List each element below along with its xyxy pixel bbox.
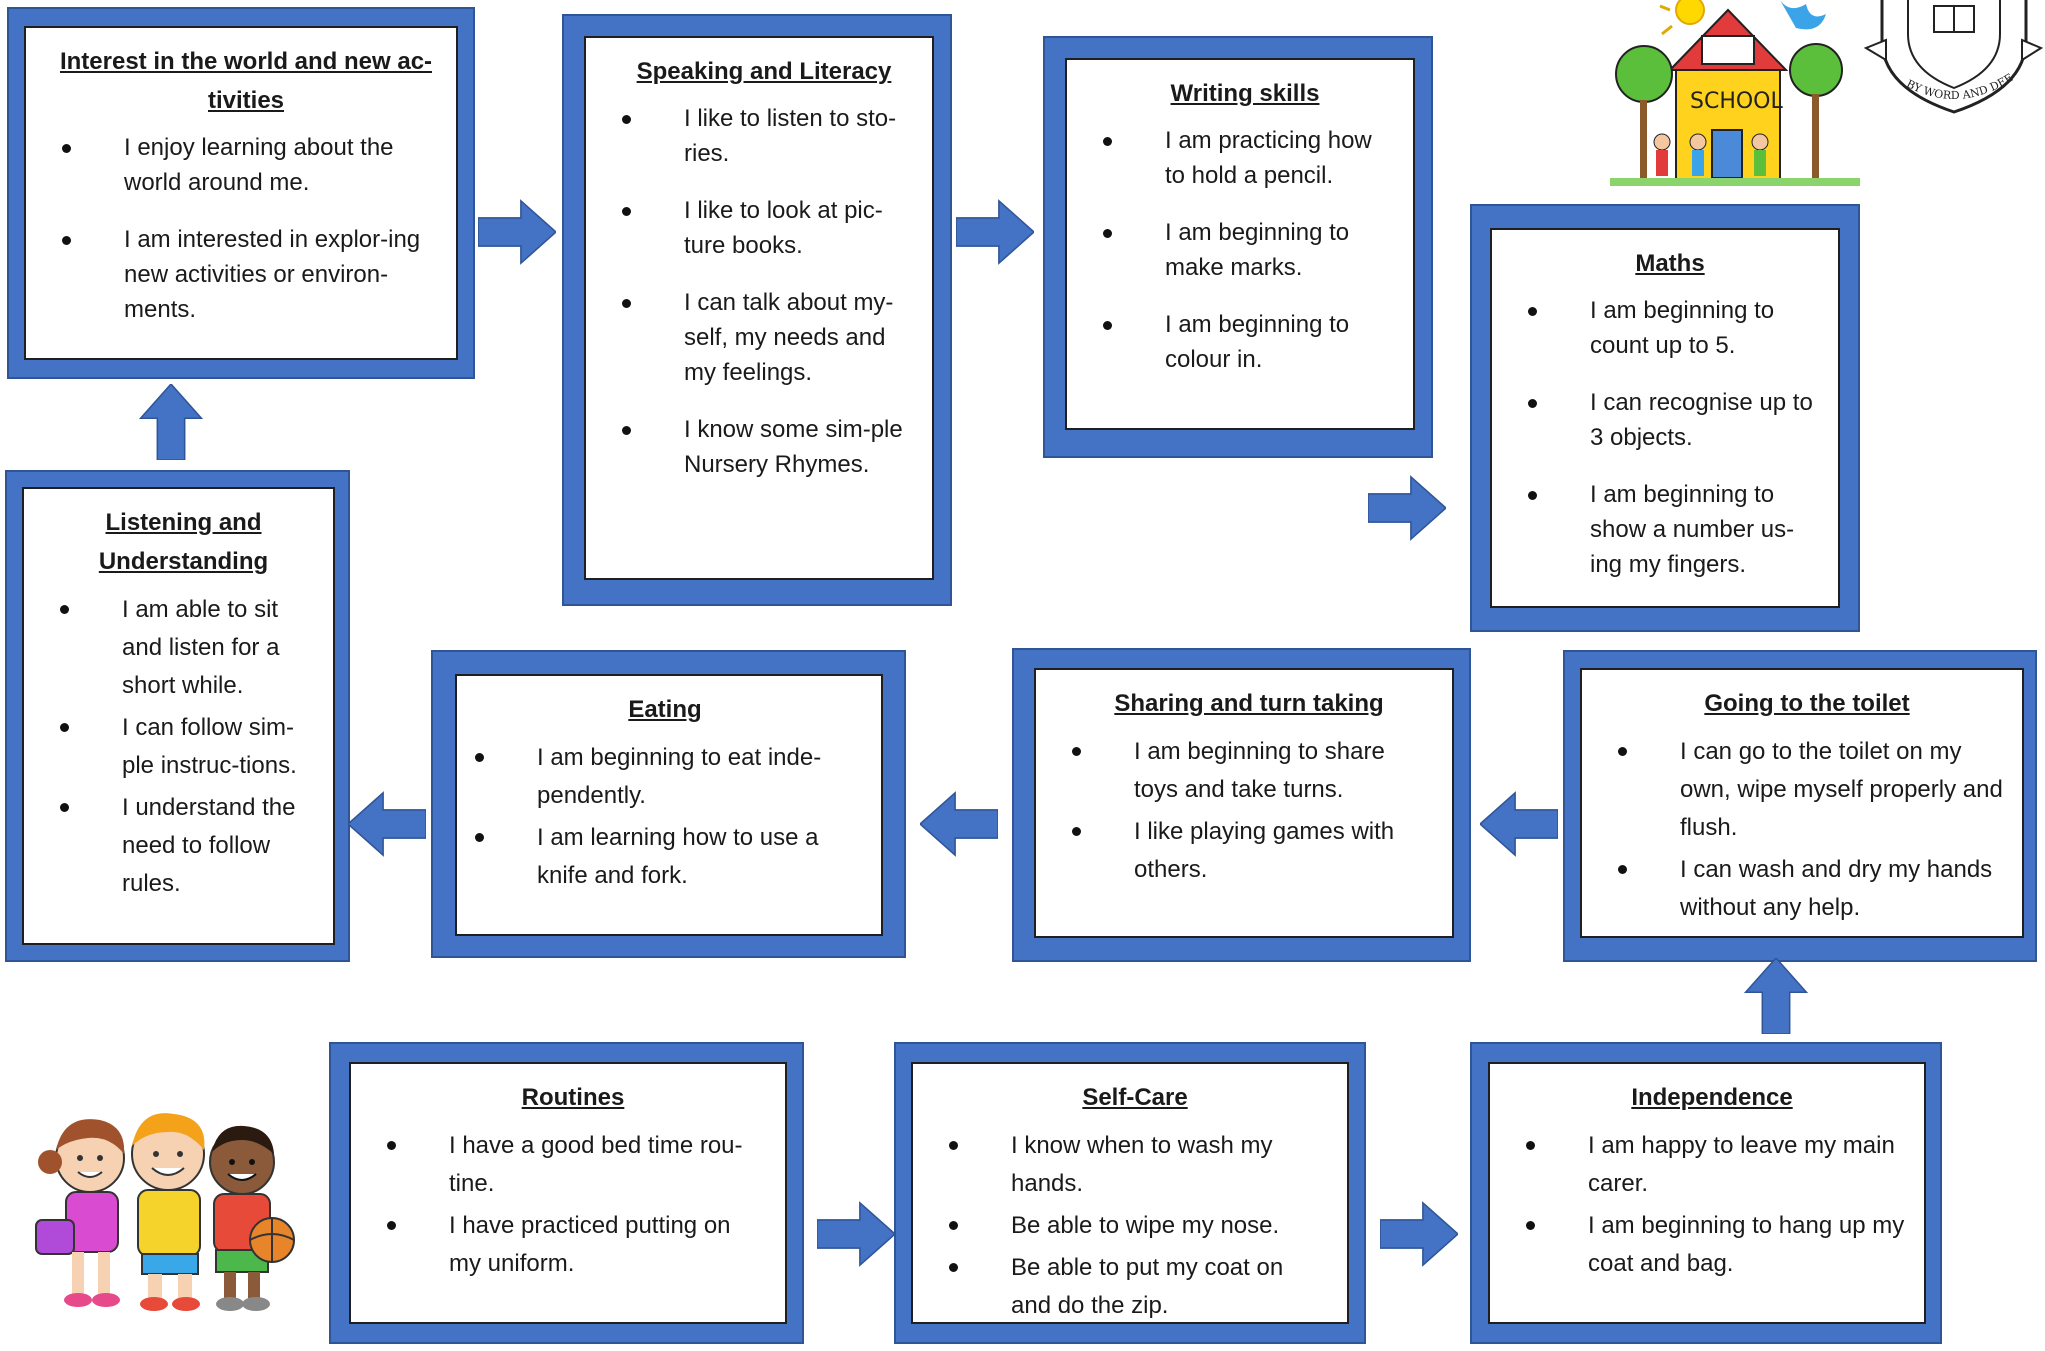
list-item: I can talk about my-self, my needs and m… bbox=[614, 285, 914, 390]
list-item: Be able to put my coat on and do the zip… bbox=[941, 1249, 1329, 1325]
listening-box: Listening and Understanding I am able to… bbox=[5, 470, 350, 962]
writing-box: Writing skills I am practicing how to ho… bbox=[1043, 36, 1433, 458]
box-title: Maths bbox=[1635, 250, 1705, 277]
item-list: I am beginning to count up to 5. I can r… bbox=[1520, 293, 1820, 582]
children-illustration-icon bbox=[28, 1100, 308, 1325]
list-item: I can go to the toilet on my own, wipe m… bbox=[1610, 733, 2004, 847]
list-item: I like to look at pic-ture books. bbox=[614, 193, 914, 263]
list-item: I am beginning to show a number us-ing m… bbox=[1520, 477, 1820, 582]
box-title: Sharing and turn taking bbox=[1114, 690, 1384, 717]
box-title: Writing skills bbox=[1170, 80, 1320, 107]
item-list: I am happy to leave my main carer. I am … bbox=[1518, 1127, 1906, 1283]
list-item: I am able to sit and listen for a short … bbox=[52, 591, 315, 705]
list-item: I like to listen to sto-ries. bbox=[614, 101, 914, 171]
arrow-up-icon bbox=[1741, 958, 1811, 1034]
arrow-right-icon bbox=[1368, 470, 1446, 546]
item-list: I know when to wash my hands. Be able to… bbox=[941, 1127, 1329, 1325]
routines-box: Routines I have a good bed time rou-tine… bbox=[329, 1042, 804, 1344]
list-item: I can recognise up to 3 objects. bbox=[1520, 385, 1820, 455]
list-item: I am happy to leave my main carer. bbox=[1518, 1127, 1906, 1203]
school-crest-icon: BY WORD AND DEED bbox=[1858, 0, 2045, 125]
list-item: I like playing games with others. bbox=[1064, 813, 1434, 889]
item-list: I enjoy learning about the world around … bbox=[54, 130, 438, 327]
list-item: I understand the need to follow rules. bbox=[52, 789, 315, 903]
list-item: I have a good bed time rou-tine. bbox=[379, 1127, 767, 1203]
list-item: I am beginning to count up to 5. bbox=[1520, 293, 1820, 363]
interest-box: Interest in the world and new ac-tivitie… bbox=[7, 7, 475, 379]
item-list: I like to listen to sto-ries. I like to … bbox=[614, 101, 914, 482]
list-item: I am beginning to colour in. bbox=[1095, 307, 1395, 377]
selfcare-box: Self-Care I know when to wash my hands. … bbox=[894, 1042, 1366, 1344]
arrow-left-icon bbox=[348, 786, 426, 862]
arrow-right-icon bbox=[1380, 1196, 1458, 1272]
list-item: I can wash and dry my hands without any … bbox=[1610, 851, 2004, 927]
toilet-box: Going to the toilet I can go to the toil… bbox=[1563, 650, 2037, 962]
list-item: I am beginning to share toys and take tu… bbox=[1064, 733, 1434, 809]
box-title: Routines bbox=[521, 1084, 625, 1111]
list-item: I am practicing how to hold a pencil. bbox=[1095, 123, 1395, 193]
sharing-box: Sharing and turn taking I am beginning t… bbox=[1012, 648, 1471, 962]
list-item: I can follow sim-ple instruc-tions. bbox=[52, 709, 315, 785]
list-item: I have practiced putting on my uniform. bbox=[379, 1207, 767, 1283]
maths-box: Maths I am beginning to count up to 5. I… bbox=[1470, 204, 1860, 632]
box-title: Self-Care bbox=[1082, 1084, 1188, 1111]
arrow-right-icon bbox=[478, 194, 556, 270]
arrow-right-icon bbox=[956, 194, 1034, 270]
list-item: I am beginning to hang up my coat and ba… bbox=[1518, 1207, 1906, 1283]
arrow-up-icon bbox=[136, 384, 206, 460]
list-item: I know some sim-ple Nursery Rhymes. bbox=[614, 412, 914, 482]
arrow-left-icon bbox=[1480, 786, 1558, 862]
item-list: I am beginning to eat inde-pendently. I … bbox=[467, 739, 863, 895]
independence-box: Independence I am happy to leave my main… bbox=[1470, 1042, 1942, 1344]
list-item: I am beginning to eat inde-pendently. bbox=[467, 739, 863, 815]
item-list: I have a good bed time rou-tine. I have … bbox=[379, 1127, 767, 1283]
box-title: Eating bbox=[628, 696, 702, 723]
box-title: Independence bbox=[1631, 1084, 1793, 1111]
school-sign: SCHOOL bbox=[1690, 89, 1784, 114]
eating-box: Eating I am beginning to eat inde-penden… bbox=[431, 650, 906, 958]
list-item: I am beginning to make marks. bbox=[1095, 215, 1395, 285]
list-item: I enjoy learning about the world around … bbox=[54, 130, 438, 200]
list-item: Be able to wipe my nose. bbox=[941, 1207, 1329, 1245]
item-list: I am practicing how to hold a pencil. I … bbox=[1095, 123, 1395, 377]
box-title: Speaking and Literacy bbox=[636, 58, 892, 85]
list-item: I know when to wash my hands. bbox=[941, 1127, 1329, 1203]
arrow-left-icon bbox=[920, 786, 998, 862]
list-item: I am learning how to use a knife and for… bbox=[467, 819, 863, 895]
box-title: Listening and Understanding bbox=[98, 509, 269, 575]
list-item: I am interested in explor-ing new activi… bbox=[54, 222, 438, 327]
speaking-box: Speaking and Literacy I like to listen t… bbox=[562, 14, 952, 606]
item-list: I am beginning to share toys and take tu… bbox=[1064, 733, 1434, 889]
box-title: Interest in the world and new ac-tivitie… bbox=[59, 48, 433, 114]
box-title: Going to the toilet bbox=[1704, 690, 1910, 717]
arrow-right-icon bbox=[817, 1196, 895, 1272]
school-drawing-icon: SCHOOL bbox=[1610, 0, 1860, 195]
item-list: I can go to the toilet on my own, wipe m… bbox=[1610, 733, 2004, 927]
item-list: I am able to sit and listen for a short … bbox=[52, 591, 315, 903]
